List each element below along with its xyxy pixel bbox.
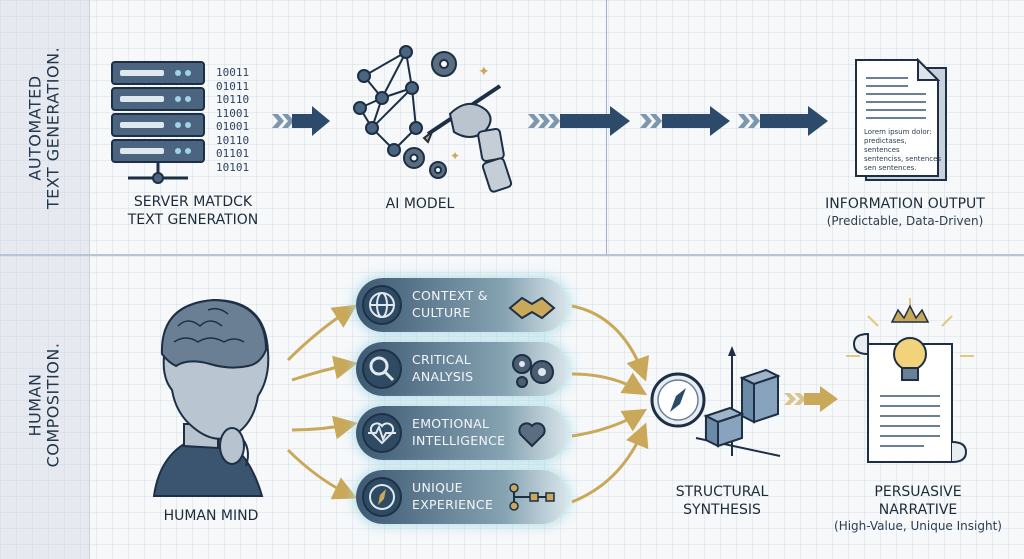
human-row-band (0, 256, 90, 559)
document-icon (855, 57, 947, 181)
human-mind-label: HUMAN MIND (163, 508, 259, 524)
heartbeat-icon (362, 413, 402, 453)
chips-to-synthesis-arrows (571, 304, 650, 504)
server-rack-icon (111, 61, 205, 184)
flow-arrow-2 (528, 106, 828, 136)
chip-label: CONTEXT &CULTURE (412, 288, 488, 320)
flowchart-icon (509, 483, 555, 511)
magnifier-icon (362, 349, 402, 389)
globe-icon (362, 285, 402, 325)
ai-model-label: AI MODEL (385, 196, 455, 212)
ai-model-network-icon: ✦ ✦ (353, 45, 513, 193)
flow-arrow-1 (272, 106, 330, 136)
svg-text:✦: ✦ (450, 149, 460, 163)
head-to-chips-arrows (286, 304, 358, 500)
human-head-icon (152, 298, 270, 497)
synthesis-to-narrative-arrow (784, 386, 838, 412)
svg-text:✦: ✦ (478, 64, 490, 80)
row-divider (0, 254, 1024, 256)
compass-icon (362, 477, 402, 517)
document-text: Lorem ipsum dolor:predictases, sentences… (864, 128, 942, 172)
narrative-scroll-icon (846, 298, 974, 463)
automated-row-band (0, 0, 90, 254)
gears-icon (512, 354, 554, 388)
heart-icon (518, 422, 546, 448)
synthesis-icon (650, 346, 781, 457)
handshake-icon (508, 296, 556, 320)
information-output-label: INFORMATION OUTPUT (Predictable, Data-Dr… (825, 196, 985, 228)
chip-context-culture: CONTEXT &CULTURE (356, 278, 568, 332)
